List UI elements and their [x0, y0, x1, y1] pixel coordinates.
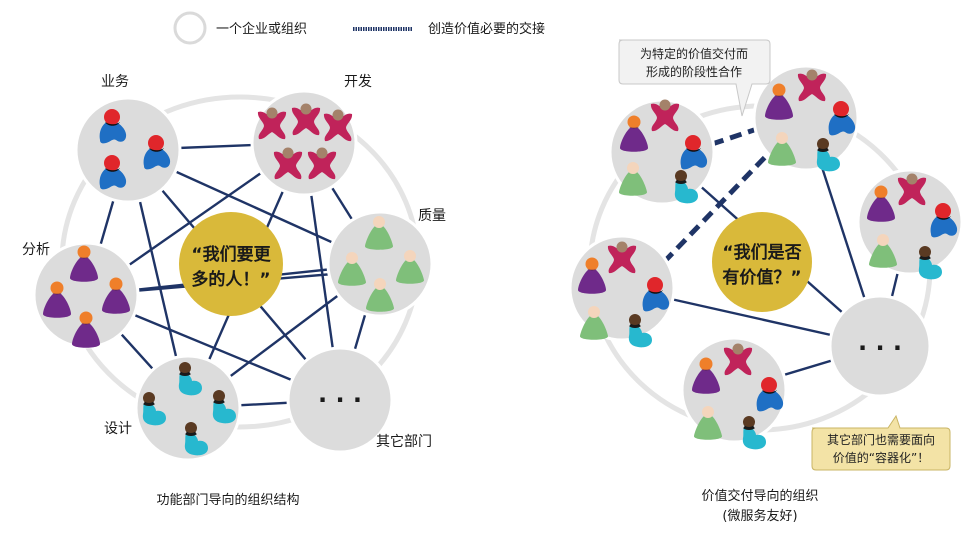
- dept-other-ellipsis: · · ·: [318, 386, 362, 414]
- legend-link-label: 创造价值必要的交接: [428, 21, 545, 37]
- dept-other-label: 其它部门: [376, 433, 432, 450]
- right-caption-2: (微服务友好): [722, 508, 797, 524]
- left-diagram: “我们要更 多的人！” 业务 开发 质量: [22, 74, 446, 508]
- dept-quality: [326, 210, 434, 318]
- dept-design-label: 设计: [104, 421, 132, 437]
- value-team-d: [568, 234, 676, 349]
- left-caption: 功能部门导向的组织结构: [156, 492, 299, 508]
- legend-org-circle: [173, 11, 207, 45]
- callout-bottom-line-1: 其它部门也需要面向: [827, 432, 935, 447]
- legend-org-label: 一个企业或组织: [216, 21, 307, 37]
- legend: 一个企业或组织 创造价值必要的交接: [173, 11, 545, 45]
- value-team-a: [608, 98, 716, 206]
- left-center-bubble: [179, 212, 283, 316]
- dept-quality-label: 质量: [418, 208, 446, 224]
- right-center-bubble: [712, 212, 812, 312]
- right-center-text-1: “我们是否: [722, 242, 801, 263]
- dept-dev: [250, 89, 358, 197]
- callout-top-line-2: 形成的阶段性合作: [646, 64, 742, 79]
- callout-bottom-line-2: 价值的“容器化”！: [833, 450, 929, 465]
- dept-business-label: 业务: [101, 74, 129, 90]
- value-other-ellipsis: · · ·: [858, 334, 902, 362]
- value-team-c: [856, 168, 964, 281]
- callout-top-line-1: 为特定的价值交付而: [640, 46, 748, 61]
- value-team-b: [752, 64, 860, 173]
- left-center-text-2: 多的人！”: [191, 269, 270, 290]
- dept-business: [74, 96, 182, 204]
- value-team-e: [680, 336, 788, 451]
- dept-analysis: [32, 241, 140, 349]
- right-center-text-2: 有价值？”: [722, 267, 801, 288]
- right-diagram: “我们是否 有价值？”: [568, 39, 964, 524]
- value-other: · · ·: [828, 294, 932, 398]
- dept-analysis-label: 分析: [22, 242, 50, 258]
- dept-other: · · ·: [286, 346, 394, 454]
- left-center-text-1: “我们要更: [191, 244, 271, 265]
- callout-temporary-collab: 为特定的价值交付而 形成的阶段性合作: [618, 39, 771, 117]
- dept-dev-label: 开发: [344, 74, 372, 90]
- right-caption-1: 价值交付导向的组织: [701, 488, 818, 504]
- dept-design: [134, 354, 242, 462]
- callout-containerize: 其它部门也需要面向 价值的“容器化”！: [811, 414, 951, 471]
